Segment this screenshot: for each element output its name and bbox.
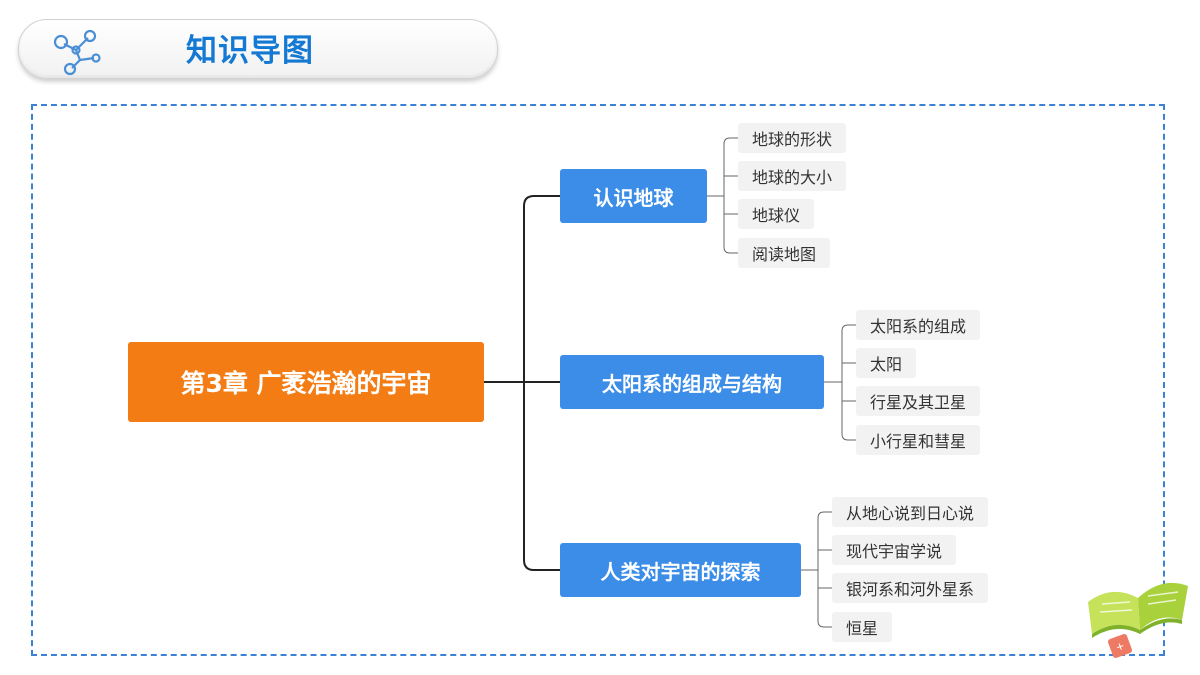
mindmap-root-node: 第3章 广袤浩瀚的宇宙 — [128, 342, 484, 422]
header-banner — [18, 19, 498, 79]
leaf-node: 地球的大小 — [738, 161, 847, 191]
leaf-node: 太阳系的组成 — [856, 310, 981, 340]
branch-node-solar-system: 太阳系的组成与结构 — [560, 355, 824, 409]
leaf-node: 阅读地图 — [738, 238, 831, 268]
branch-node-earth: 认识地球 — [560, 169, 707, 223]
leaf-node: 银河系和河外星系 — [832, 573, 989, 603]
leaf-node: 太阳 — [856, 348, 917, 378]
leaf-node: 小行星和彗星 — [856, 425, 981, 455]
branch-node-exploration: 人类对宇宙的探索 — [560, 543, 801, 597]
content-frame — [31, 104, 1165, 656]
leaf-node: 行星及其卫星 — [856, 386, 981, 416]
leaf-node: 从地心说到日心说 — [832, 497, 989, 527]
leaf-node: 现代宇宙学说 — [832, 535, 957, 565]
mindmap-nodes-icon — [53, 29, 101, 76]
leaf-node: 恒星 — [832, 612, 893, 642]
leaf-node: 地球仪 — [738, 199, 815, 229]
open-book-icon: + — [1088, 582, 1188, 658]
page-title: 知识导图 — [186, 33, 314, 69]
leaf-node: 地球的形状 — [738, 123, 847, 153]
